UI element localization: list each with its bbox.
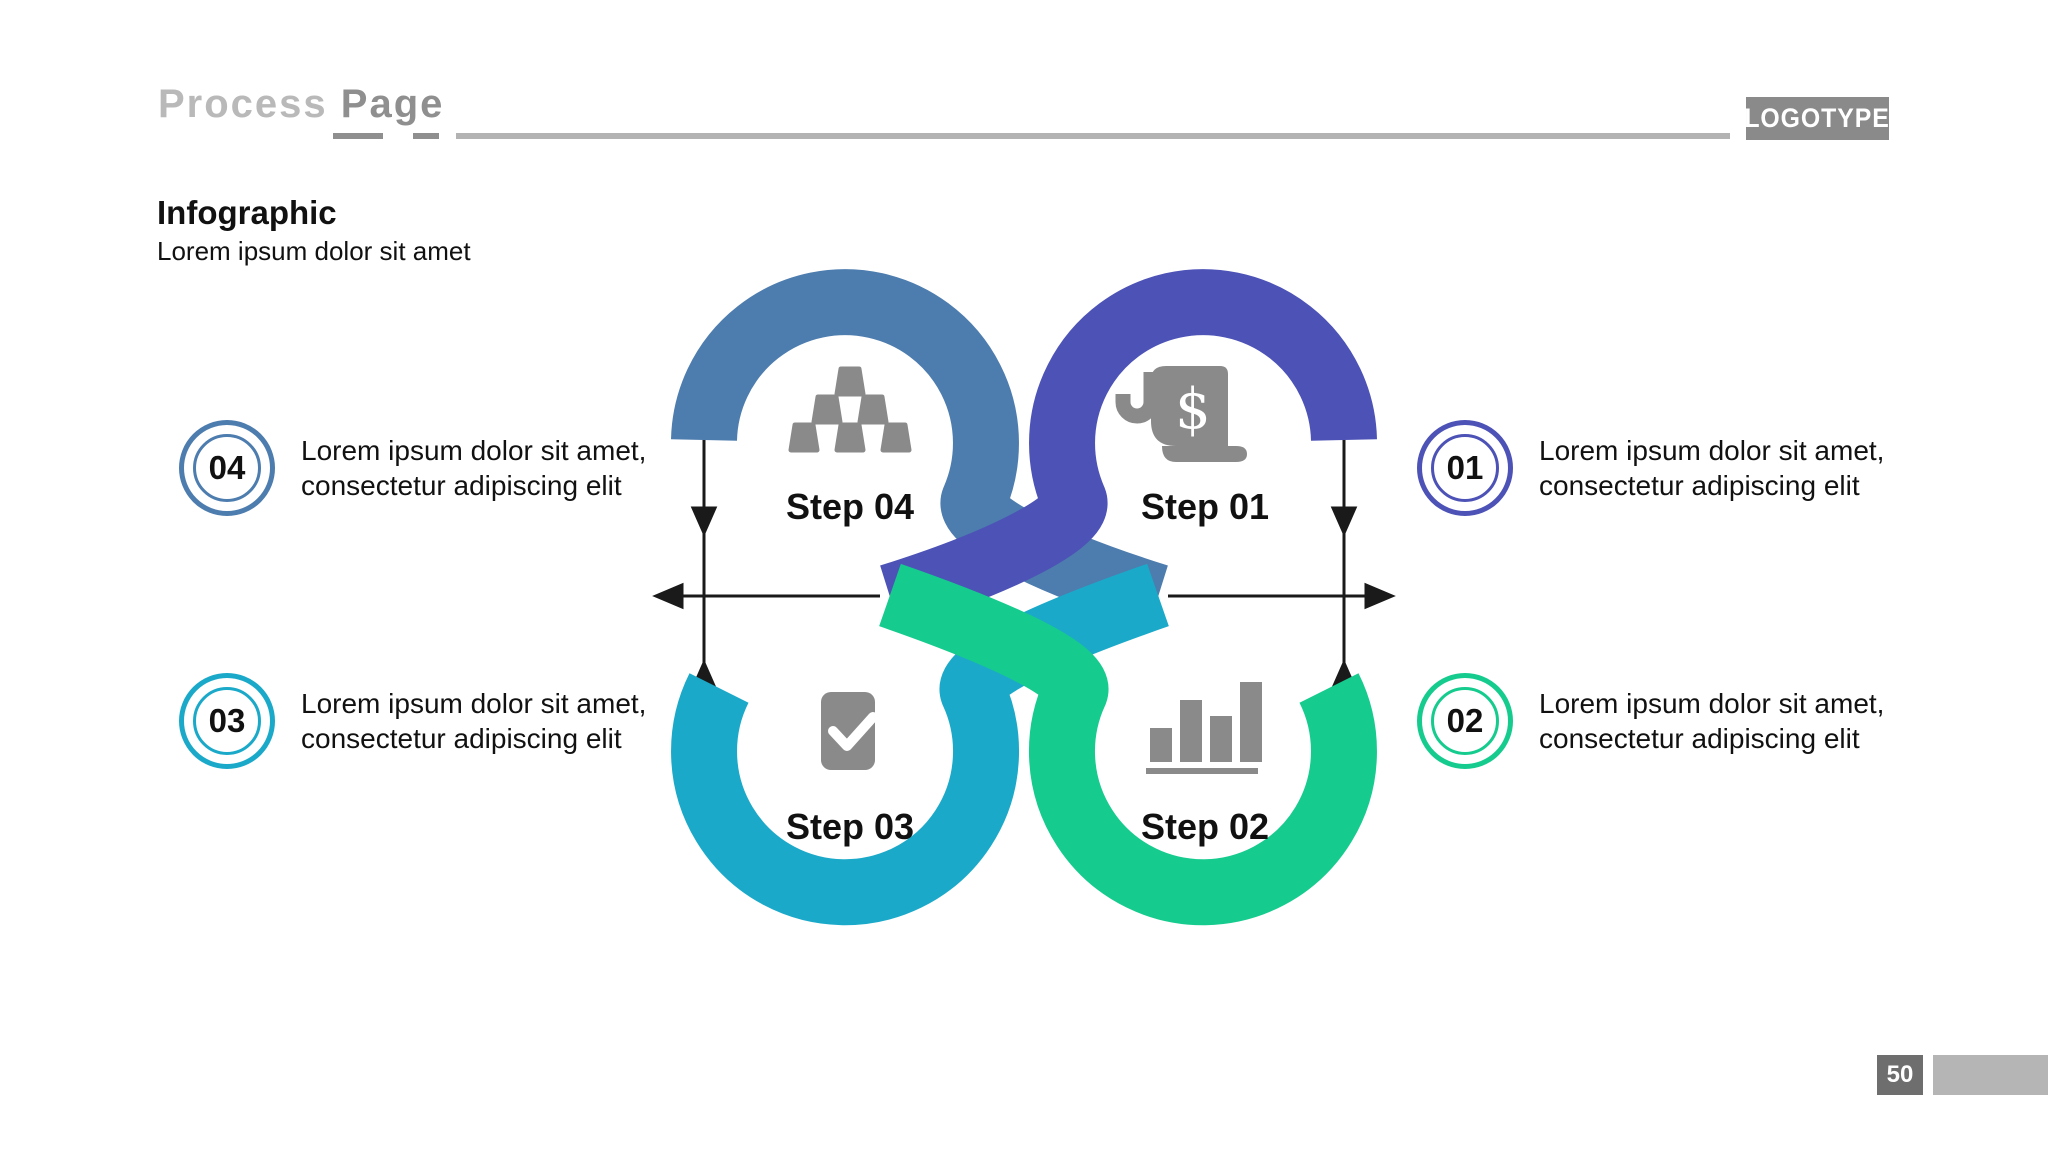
arrowhead-down-right-icon <box>1330 506 1358 537</box>
step-labels: Step 04 Step 01 Step 03 Step 02 <box>786 486 1269 847</box>
ring-step-02 <box>879 563 1377 926</box>
step-01-description-line1: Lorem ipsum dolor sit amet, <box>1539 435 1885 466</box>
step-03-description-line1: Lorem ipsum dolor sit amet, <box>301 688 647 719</box>
step-03-number-inner-ring: 03 <box>193 687 261 755</box>
dollar-glyph: $ <box>1175 377 1211 442</box>
arrowhead-left-icon <box>652 582 684 610</box>
title-underline-segment <box>333 133 383 139</box>
ring-step-01 <box>880 269 1377 629</box>
step-04-description: Lorem ipsum dolor sit amet, consectetur … <box>301 433 646 503</box>
logotype-label: LOGOTYPE <box>1744 103 1891 133</box>
gold-bars-icon <box>788 366 912 453</box>
step-02-description-line1: Lorem ipsum dolor sit amet, <box>1539 688 1885 719</box>
step-04-number-badge: 04 <box>179 420 275 516</box>
page-number: 50 <box>1886 1061 1914 1088</box>
page-number-badge: 50 <box>1877 1055 1923 1095</box>
checkbox-check-icon <box>821 692 878 770</box>
step-04-description-line1: Lorem ipsum dolor sit amet, <box>301 435 647 466</box>
step-03-description-line2: consectetur adipiscing elit <box>301 723 622 754</box>
step-02-description-line2: consectetur adipiscing elit <box>1539 723 1860 754</box>
step-03-number-badge: 03 <box>179 673 275 769</box>
step-04-description-line2: consectetur adipiscing elit <box>301 470 622 501</box>
step-icons: $ <box>788 366 1262 774</box>
annotation-step-01: 01 Lorem ipsum dolor sit amet, consectet… <box>1417 420 1884 516</box>
step-04-label: Step 04 <box>786 486 914 527</box>
annotation-step-02: 02 Lorem ipsum dolor sit amet, consectet… <box>1417 673 1884 769</box>
step-02-number-inner-ring: 02 <box>1431 687 1499 755</box>
step-01-number-badge: 01 <box>1417 420 1513 516</box>
step-02-number-badge: 02 <box>1417 673 1513 769</box>
axis-arrows <box>652 440 1396 690</box>
annotation-step-03: 03 Lorem ipsum dolor sit amet, consectet… <box>179 673 646 769</box>
receipt-dollar-icon: $ <box>1115 366 1247 462</box>
interlocking-rings <box>671 269 1377 926</box>
logotype-badge: LOGOTYPE <box>1744 97 1891 140</box>
page-title: Process Page <box>158 82 444 127</box>
title-underline-segment <box>413 133 439 139</box>
step-03-number: 03 <box>208 702 246 739</box>
step-02-number: 02 <box>1446 702 1484 739</box>
arrowhead-down-left-icon <box>690 506 718 537</box>
step-01-label: Step 01 <box>1141 486 1269 527</box>
step-04-number: 04 <box>208 449 246 486</box>
step-01-number: 01 <box>1446 449 1484 486</box>
step-01-number-inner-ring: 01 <box>1431 434 1499 502</box>
arrowhead-right-icon <box>1364 582 1396 610</box>
infographic-heading: Infographic <box>157 194 337 231</box>
infographic-subtitle: Lorem ipsum dolor sit amet <box>157 236 471 266</box>
bar-chart-icon <box>1146 682 1262 774</box>
step-04-number-inner-ring: 04 <box>193 434 261 502</box>
ring-step-03 <box>671 563 1169 926</box>
footer-bar <box>1933 1055 2048 1095</box>
page-title-word-dark: Page <box>340 82 445 126</box>
page-title-word-light: Process <box>158 82 328 126</box>
step-01-description-line2: consectetur adipiscing elit <box>1539 470 1860 501</box>
step-02-description: Lorem ipsum dolor sit amet, consectetur … <box>1539 686 1884 756</box>
step-03-description: Lorem ipsum dolor sit amet, consectetur … <box>301 686 646 756</box>
step-02-label: Step 02 <box>1141 806 1269 847</box>
header-rule <box>456 133 1730 139</box>
annotation-step-04: 04 Lorem ipsum dolor sit amet, consectet… <box>179 420 646 516</box>
step-01-description: Lorem ipsum dolor sit amet, consectetur … <box>1539 433 1884 503</box>
step-03-label: Step 03 <box>786 806 914 847</box>
